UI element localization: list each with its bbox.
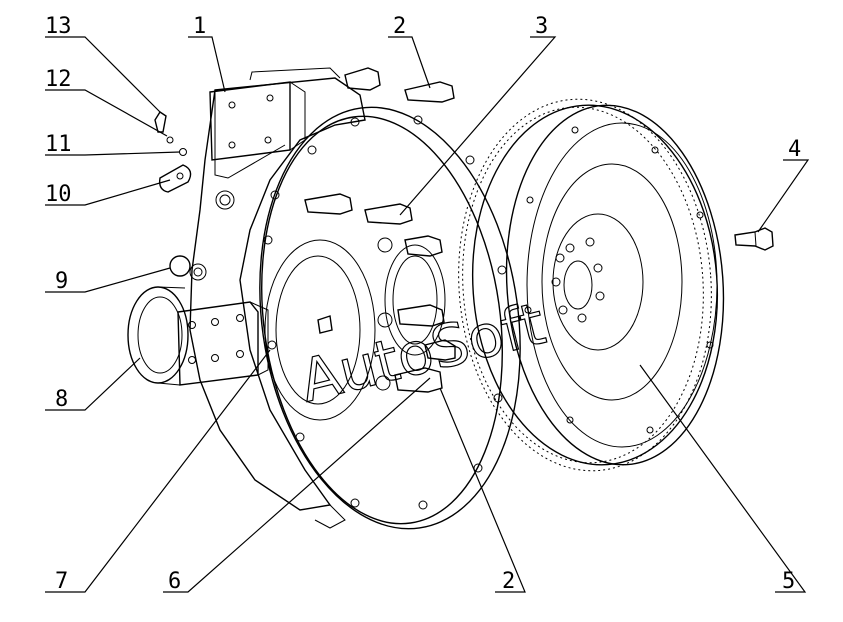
drain-plug [169, 255, 207, 281]
callout-4: 4 [788, 137, 801, 162]
bolts-lower [317, 237, 456, 393]
flywheel-housing [189, 67, 366, 529]
callout-5: 5 [782, 569, 795, 594]
flywheel [458, 98, 725, 472]
watermark-text: AutoSoft [293, 289, 551, 415]
callout-2-top: 2 [393, 14, 406, 39]
leader-lines [45, 36, 810, 593]
callout-9: 9 [55, 269, 68, 294]
housing-flange-plate [259, 106, 521, 530]
oil-seal-cover [127, 286, 189, 386]
callout-8: 8 [55, 387, 68, 412]
mounting-bracket-lower [177, 301, 269, 386]
callout-13: 13 [45, 14, 72, 39]
bolts-upper [304, 67, 455, 257]
callout-1: 1 [193, 14, 206, 39]
callout-labels: 13 1 2 3 12 11 10 4 9 8 7 6 2 5 [45, 14, 801, 594]
callout-10: 10 [45, 182, 72, 207]
callout-2-bottom: 2 [502, 569, 515, 594]
callout-3: 3 [535, 14, 548, 39]
flywheel-bolt [734, 227, 774, 251]
callout-6: 6 [168, 569, 181, 594]
callout-12: 12 [45, 67, 72, 92]
mounting-bracket-upper [209, 81, 306, 161]
callout-7: 7 [55, 569, 68, 594]
callout-11: 11 [45, 132, 72, 157]
